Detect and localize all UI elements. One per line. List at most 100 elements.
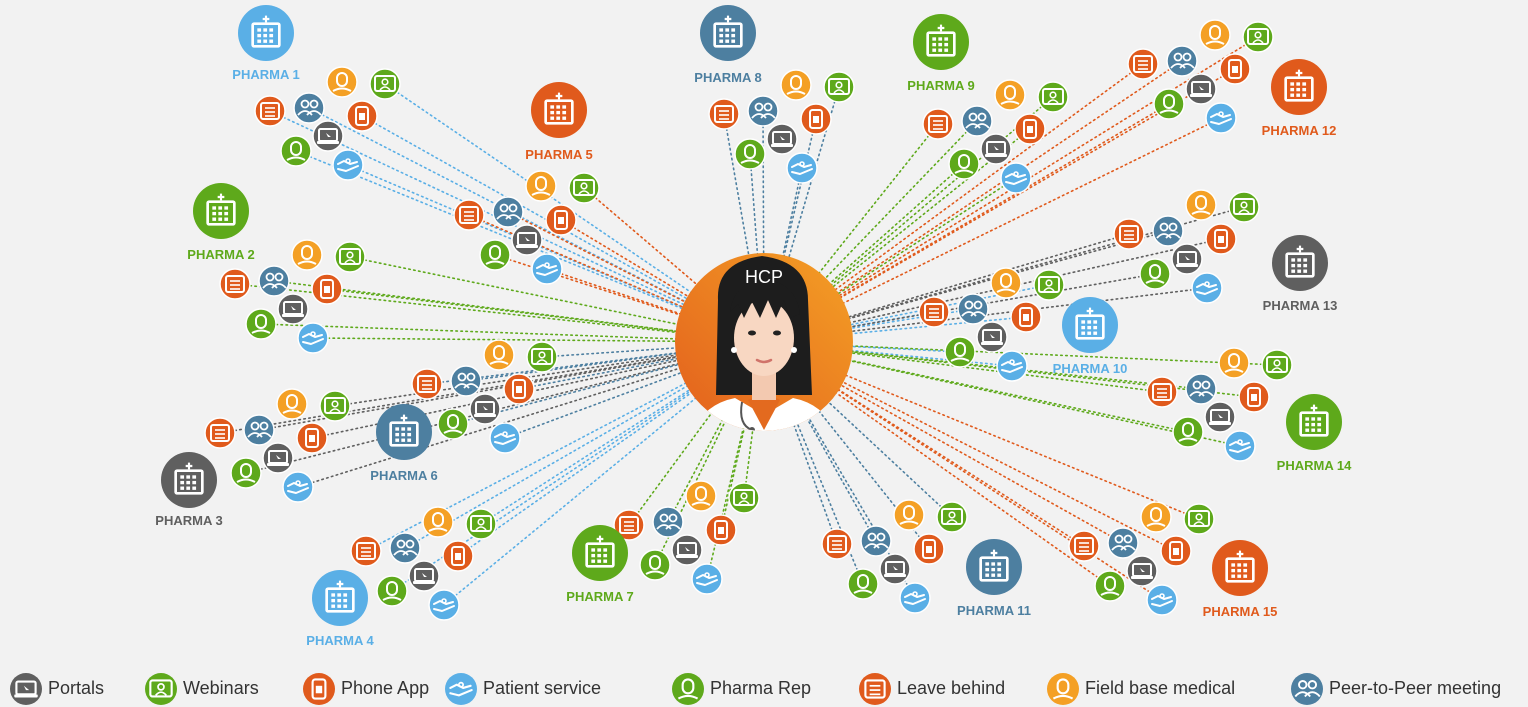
legend-item-portal: Portals — [10, 670, 104, 707]
connection-line — [583, 187, 765, 343]
phone-app-node — [800, 103, 832, 135]
hospital-icon — [174, 462, 204, 495]
phone-app-node — [346, 100, 378, 132]
portal-node — [879, 553, 911, 585]
portal-node — [976, 321, 1008, 353]
pharma-node-14 — [1286, 394, 1342, 450]
webinar-icon — [145, 672, 177, 705]
peer-meeting-node — [258, 265, 290, 297]
connection-line — [763, 167, 803, 343]
pharma-label: PHARMA 8 — [694, 70, 761, 85]
pharma-rep-node — [1094, 570, 1126, 602]
webinar-node — [1183, 503, 1215, 535]
legend-label: Phone App — [341, 678, 430, 698]
pharma-label: PHARMA 1 — [232, 67, 299, 82]
pharma-rep-node — [1153, 88, 1185, 120]
patient-service-node — [531, 253, 563, 285]
patient-service-node — [691, 563, 723, 595]
leave-behind-node — [922, 108, 954, 140]
leave-behind-node — [1068, 530, 1100, 562]
legend-item-field-medical: Field base medical — [1047, 670, 1235, 707]
pharma-cluster-3: PHARMA 3 — [155, 388, 351, 528]
pharma-label: PHARMA 15 — [1203, 604, 1278, 619]
hospital-icon — [713, 15, 743, 48]
hospital-icon — [544, 92, 574, 125]
hospital-icon — [926, 24, 956, 57]
phone-app-node — [1010, 301, 1042, 333]
connection-line — [763, 123, 939, 343]
leave-behind-node — [411, 368, 443, 400]
leave-behind-node — [219, 268, 251, 300]
pharma-label: PHARMA 11 — [957, 603, 1031, 618]
field-medical-node — [1140, 501, 1172, 533]
leave-behind-node — [350, 535, 382, 567]
pharma-label: PHARMA 7 — [566, 589, 633, 604]
pharma-cluster-4: PHARMA 4 — [306, 506, 497, 648]
phone-app-node — [545, 204, 577, 236]
pharma-rep-node — [847, 568, 879, 600]
leave-behind-icon — [859, 672, 891, 705]
pharma-rep-node — [437, 408, 469, 440]
phone-app-node — [1238, 381, 1270, 413]
webinar-node — [936, 501, 968, 533]
peer-meeting-node — [961, 105, 993, 137]
field-medical-node — [1199, 19, 1231, 51]
webinar-node — [319, 390, 351, 422]
portal-node — [277, 293, 309, 325]
webinar-node — [369, 68, 401, 100]
pharma-label: PHARMA 4 — [306, 633, 374, 648]
pharma-rep-node — [479, 239, 511, 271]
pharma-node-2 — [193, 183, 249, 239]
pharma-rep-node — [734, 138, 766, 170]
patient-service-node — [332, 149, 364, 181]
pharma-node-13 — [1272, 235, 1328, 291]
phone-app-node — [1205, 223, 1237, 255]
legend-item-peer-meeting: Peer-to-Peer meeting — [1291, 670, 1501, 707]
legend-label: Portals — [48, 678, 105, 698]
pharma-cluster-13: PHARMA 13 — [1113, 189, 1337, 313]
leave-behind-node — [204, 417, 236, 449]
pharma-cluster-11: PHARMA 11 — [821, 499, 1031, 618]
phone-app-node — [1014, 113, 1046, 145]
portal-node — [312, 120, 344, 152]
portal-node — [671, 534, 703, 566]
hospital-icon — [1299, 404, 1329, 437]
pharma-label: PHARMA 9 — [907, 78, 974, 93]
pharma-rep-node — [230, 457, 262, 489]
pharma-node-1 — [238, 5, 294, 61]
pharma-rep-node — [944, 336, 976, 368]
peer-meeting-node — [243, 414, 275, 446]
portal-icon — [10, 672, 42, 705]
pharma-node-15 — [1212, 540, 1268, 596]
field-medical-node — [893, 499, 925, 531]
legend-label: Pharma Rep — [710, 678, 812, 698]
pharma-label: PHARMA 10 — [1053, 361, 1128, 376]
hospital-icon — [389, 414, 419, 447]
phone-app-node — [503, 373, 535, 405]
field-medical-node — [422, 506, 454, 538]
phone-app-node — [296, 422, 328, 454]
phone-app-node — [705, 514, 737, 546]
doctor-portrait-icon — [690, 256, 838, 431]
pharma-cluster-9: PHARMA 9 — [907, 14, 1069, 194]
legend-label: Field base medical — [1085, 678, 1236, 698]
portal-node — [980, 133, 1012, 165]
webinar-node — [1242, 21, 1274, 53]
pharma-label: PHARMA 6 — [370, 468, 437, 483]
peer-meeting-node — [293, 92, 325, 124]
legend-item-pharma-rep: Pharma Rep — [672, 670, 811, 707]
portal-node — [469, 393, 501, 425]
pharma-rep-node — [376, 575, 408, 607]
webinar-node — [465, 508, 497, 540]
portal-node — [511, 224, 543, 256]
webinar-node — [1261, 349, 1293, 381]
field-medical-node — [780, 69, 812, 101]
hospital-icon — [979, 549, 1009, 582]
connection-line — [763, 341, 838, 545]
field-medical-node — [994, 79, 1026, 111]
connection-line — [269, 110, 765, 343]
field-medical-node — [1218, 347, 1250, 379]
patient-service-node — [428, 589, 460, 621]
phone-app-node — [311, 273, 343, 305]
